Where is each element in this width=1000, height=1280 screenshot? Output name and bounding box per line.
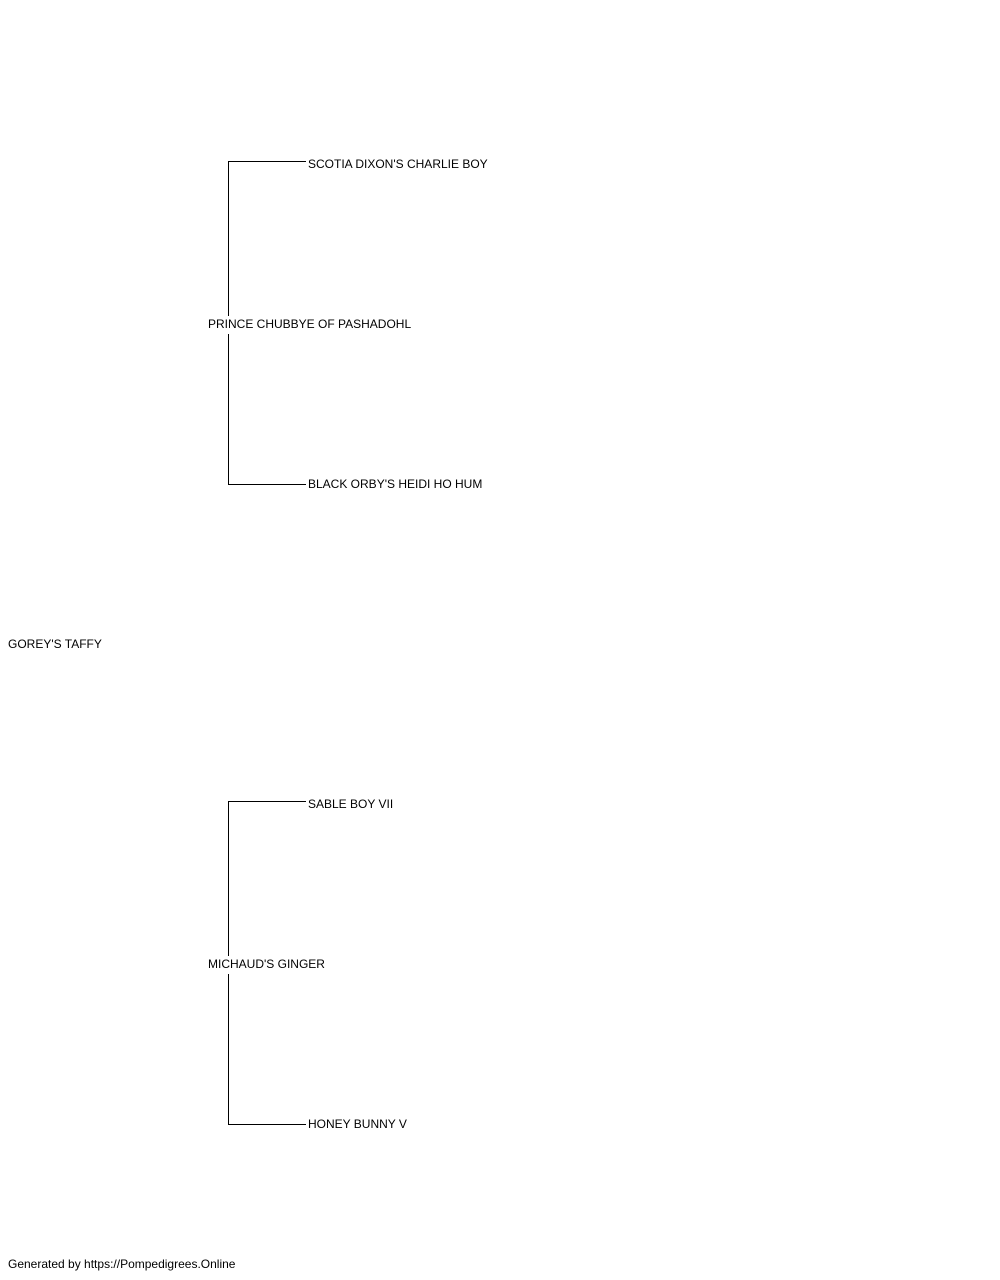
dam-dam-name: HONEY BUNNY V xyxy=(308,1117,407,1131)
sire-sire-connector xyxy=(228,161,306,162)
dam-branch-vertical-upper xyxy=(228,801,229,956)
dam-sire-connector xyxy=(228,801,306,802)
sire-dam-connector xyxy=(228,484,306,485)
generated-by-footer: Generated by https://Pompedigrees.Online xyxy=(8,1257,236,1271)
sire-branch-vertical-lower xyxy=(228,334,229,485)
dam-name: MICHAUD'S GINGER xyxy=(208,957,325,971)
dam-sire-name: SABLE BOY VII xyxy=(308,797,394,811)
dam-branch-vertical-lower xyxy=(228,974,229,1125)
sire-sire-name: SCOTIA DIXON'S CHARLIE BOY xyxy=(308,157,488,171)
sire-branch-vertical-upper xyxy=(228,161,229,316)
subject-name: GOREY'S TAFFY xyxy=(8,637,102,651)
sire-name: PRINCE CHUBBYE OF PASHADOHL xyxy=(208,317,412,331)
sire-dam-name: BLACK ORBY'S HEIDI HO HUM xyxy=(308,477,483,491)
dam-dam-connector xyxy=(228,1124,306,1125)
